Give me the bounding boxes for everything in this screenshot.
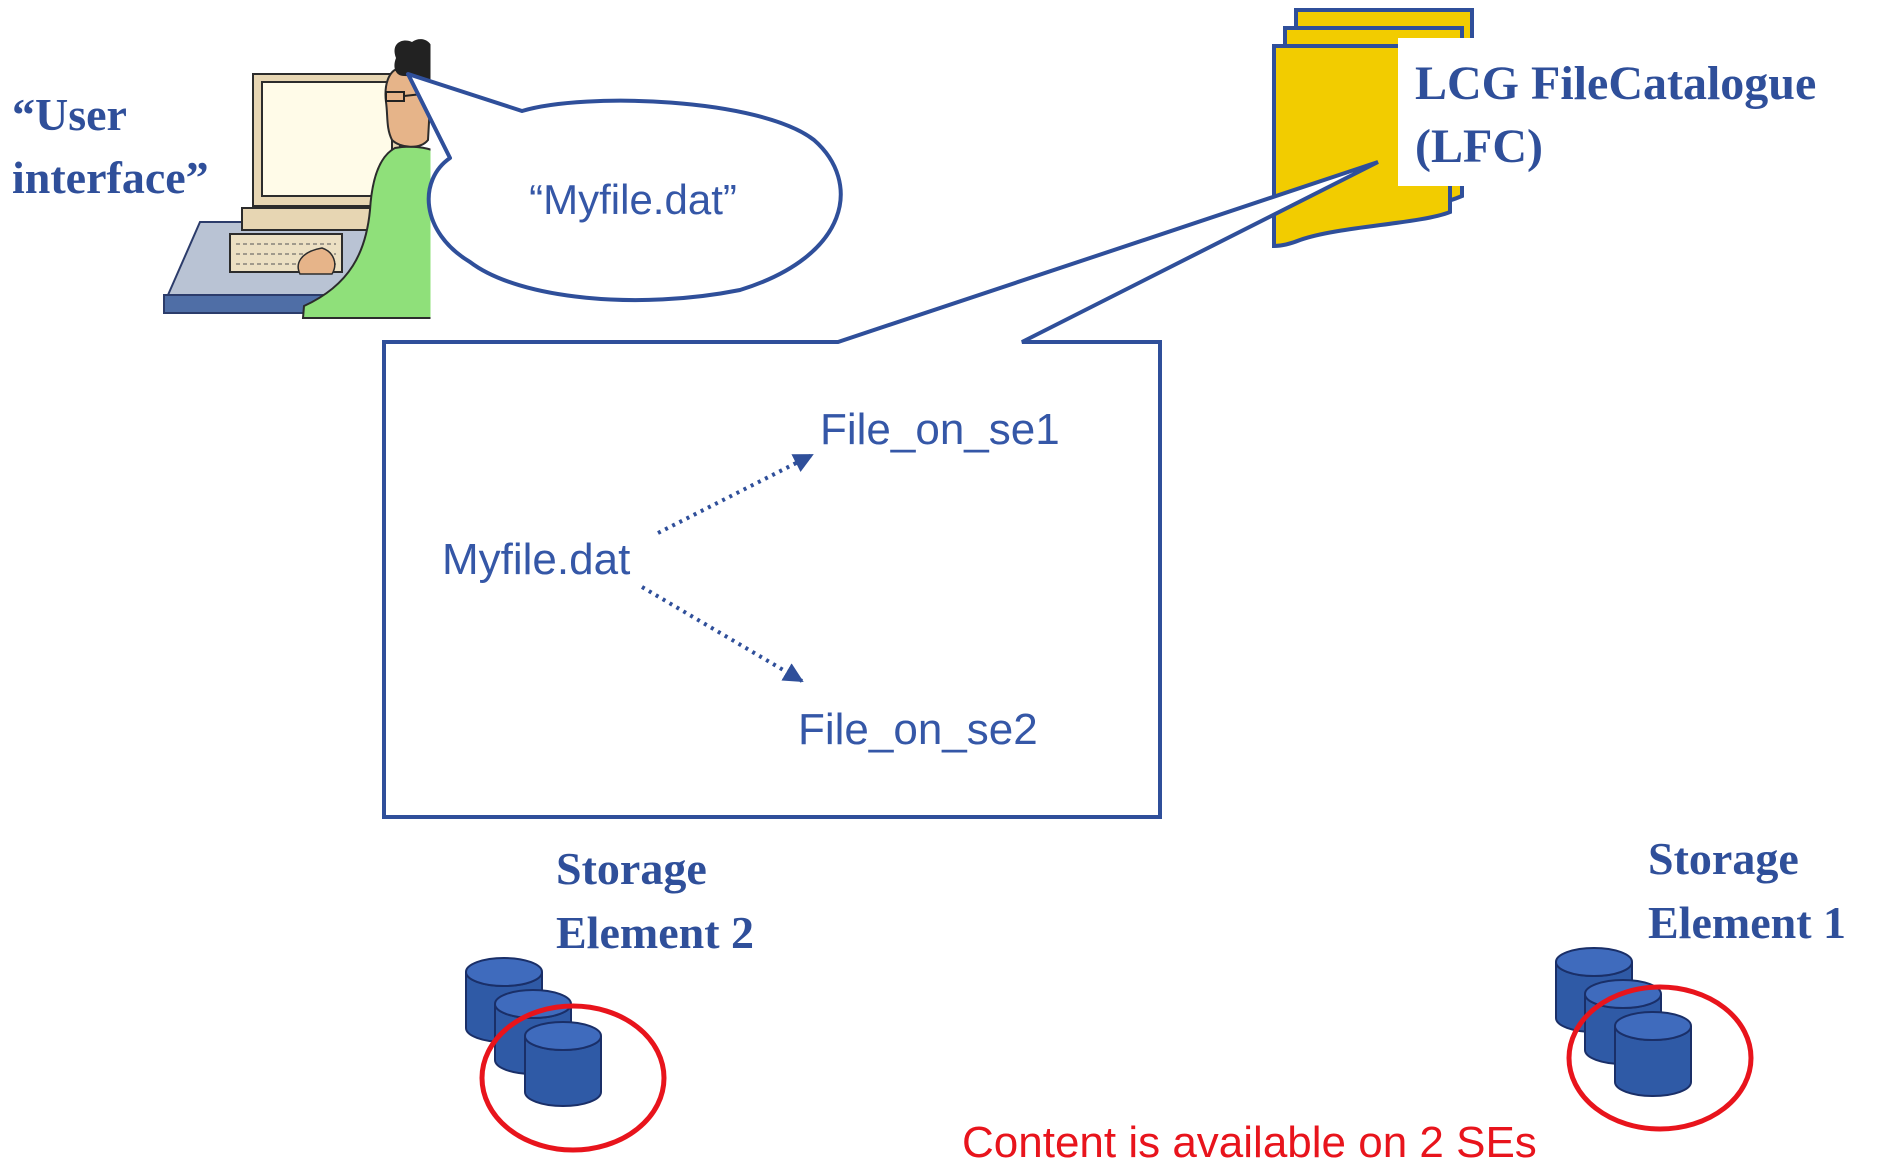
catalogue-label-line1: LCG FileCatalogue: [1415, 57, 1816, 110]
catalogue-label-line2: (LFC): [1415, 120, 1543, 173]
logical-file-name: Myfile.dat: [442, 535, 630, 584]
storage-element-2-highlight: [479, 1003, 667, 1153]
catalogue-document-icon: [1272, 8, 1494, 249]
storage-element-1-label-line1: Storage: [1648, 833, 1799, 884]
storage-element-1-disks: [1555, 947, 1692, 1097]
user-speech-text: “Myfile.dat”: [529, 176, 737, 223]
availability-note: Content is available on 2 SEs: [962, 1118, 1537, 1167]
user-speech-bubble: [406, 72, 843, 303]
replica-name-se1: File_on_se1: [820, 405, 1060, 454]
storage-element-2-disks: [465, 957, 602, 1107]
storage-element-2-label-line2: Element 2: [556, 907, 754, 958]
replica-name-se2: File_on_se2: [798, 705, 1038, 754]
user-label-line2: interface”: [12, 152, 209, 203]
storage-element-2-label-line1: Storage: [556, 843, 707, 894]
storage-element-1-label-line2: Element 1: [1648, 897, 1846, 948]
arrow-to-replica2: [640, 585, 804, 683]
storage-element-1-highlight: [1566, 984, 1754, 1132]
user-label-line1: “User: [12, 89, 127, 140]
catalogue-callout-box: [382, 160, 1379, 819]
user-at-computer-icon: [163, 39, 434, 320]
